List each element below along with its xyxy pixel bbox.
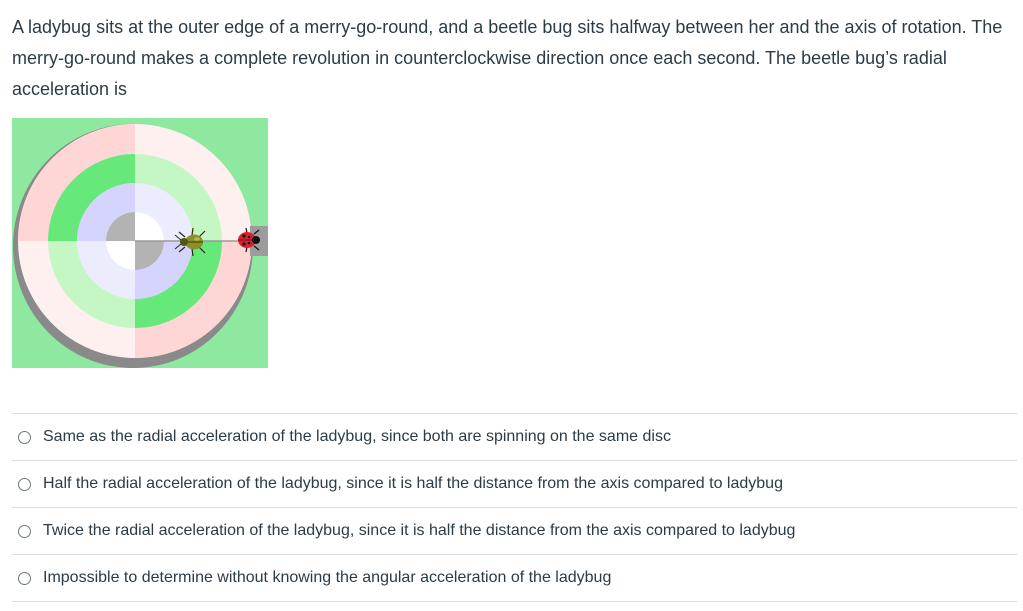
radio-button[interactable]: [18, 571, 31, 585]
answer-option-2[interactable]: Half the radial acceleration of the lady…: [12, 461, 1017, 508]
answer-option-4[interactable]: Impossible to determine without knowing …: [12, 555, 1017, 602]
answer-label: Impossible to determine without knowing …: [43, 569, 612, 586]
answer-label: Half the radial acceleration of the lady…: [43, 475, 783, 492]
answer-label: Twice the radial acceleration of the lad…: [43, 522, 796, 539]
beetle-icon: [174, 227, 206, 257]
merry-go-round-illustration: [13, 124, 268, 368]
ladybug-icon: [238, 227, 260, 253]
radio-button[interactable]: [18, 477, 31, 491]
radio-button[interactable]: [18, 430, 31, 444]
answer-option-1[interactable]: Same as the radial acceleration of the l…: [12, 414, 1017, 461]
radio-button[interactable]: [18, 524, 31, 538]
answer-option-3[interactable]: Twice the radial acceleration of the lad…: [12, 508, 1017, 555]
merry-go-round-figure: [12, 118, 268, 368]
answer-label: Same as the radial acceleration of the l…: [43, 428, 671, 445]
question-text: A ladybug sits at the outer edge of a me…: [12, 17, 1003, 99]
answer-list: Same as the radial acceleration of the l…: [12, 413, 1017, 602]
